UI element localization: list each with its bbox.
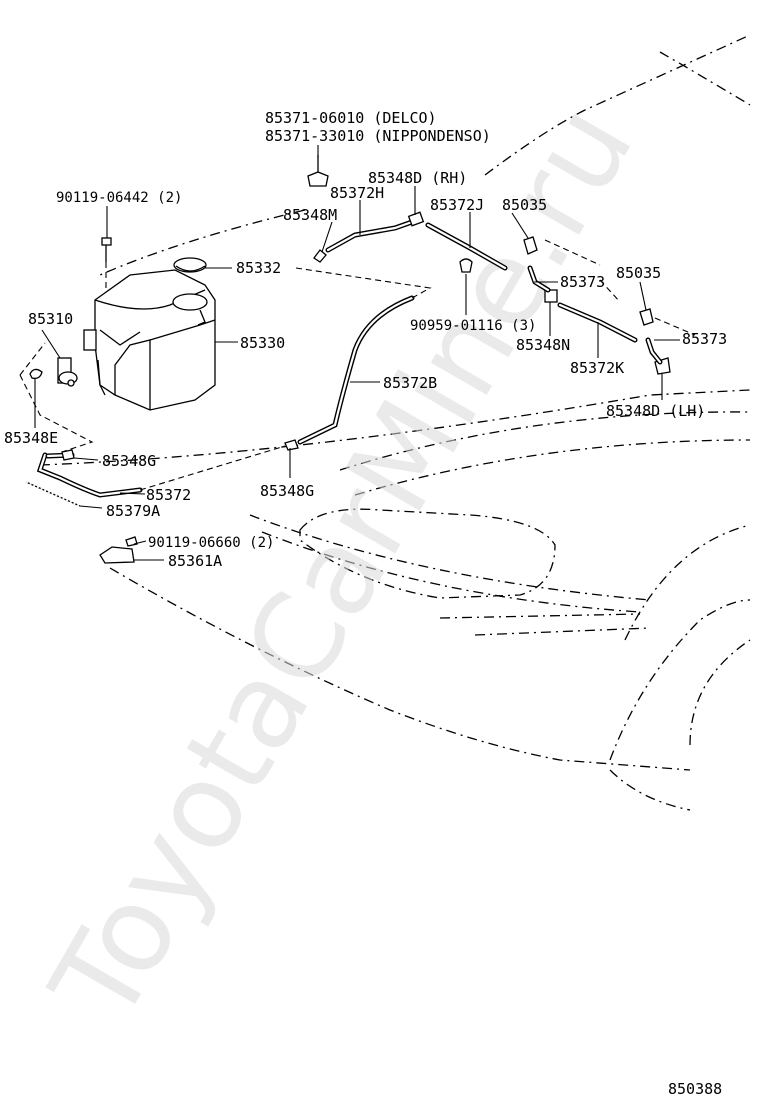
label-tank-pump: 85310 — [28, 310, 73, 328]
fender-crease-2 — [261, 531, 641, 613]
bumper-line-2 — [439, 613, 641, 619]
washer-motor — [307, 155, 329, 187]
roof-edge — [659, 51, 751, 106]
hose-clip — [459, 258, 473, 273]
hood-front-edge — [39, 389, 751, 466]
label-hose-h: 85372H — [330, 184, 384, 202]
hood-rear-edge — [99, 209, 306, 276]
wheel-arch-inner — [689, 639, 751, 746]
hood-line-upper — [339, 411, 751, 471]
label-bolt-tank: 90119-06442 (2) — [56, 190, 182, 206]
label-pump-delco: 85371-06010 (DELCO) — [265, 109, 437, 127]
windshield-edge — [484, 34, 751, 176]
fender-crease — [249, 514, 651, 601]
leader-lines — [34, 145, 680, 561]
grommet — [29, 368, 43, 380]
washer-pump — [57, 357, 78, 387]
label-check-valve-top: 85035 — [502, 196, 547, 214]
wheel-arch — [624, 524, 751, 641]
washer-tank — [83, 269, 216, 411]
label-joint-g-left: 85348G — [102, 452, 156, 470]
label-nozzle-rh: 85348D (RH) — [368, 169, 467, 187]
label-elbow-top: 85373 — [560, 273, 605, 291]
reference-lines — [19, 239, 696, 491]
label-check-valve-lower: 85035 — [616, 264, 661, 282]
tank-cap — [173, 257, 207, 273]
hose-protector — [25, 481, 81, 507]
label-pump-nippondenso: 85371-33010 (NIPPONDENSO) — [265, 127, 491, 145]
label-joint-m: 85348M — [283, 206, 337, 224]
fender-lower — [609, 599, 751, 761]
hood-line-lower — [354, 439, 751, 496]
lower-body-curve — [109, 567, 691, 771]
label-tank: 85330 — [240, 334, 285, 352]
hoses — [36, 219, 638, 498]
label-clip: 90959-01116 (3) — [410, 318, 536, 334]
watermark: ToyotaCarMine.ru — [24, 82, 659, 1045]
figure-number: 850388 — [668, 1080, 722, 1098]
label-joint-g-right: 85348G — [260, 482, 314, 500]
tank-bolt — [101, 237, 112, 290]
label-hose-j: 85372J — [430, 196, 484, 214]
label-nozzle-lh: 85348D (LH) — [606, 402, 705, 420]
label-bolt-bracket: 90119-06660 (2) — [148, 535, 274, 551]
label-joint-n: 85348N — [516, 336, 570, 354]
label-hose-b: 85372B — [383, 374, 437, 392]
label-hose-main: 85372 — [146, 486, 191, 504]
vehicle-body-outline — [39, 34, 751, 811]
label-hose-k: 85372K — [570, 359, 624, 377]
bumper-line — [474, 627, 651, 636]
label-elbow-lower: 85373 — [682, 330, 727, 348]
label-protector: 85379A — [106, 502, 160, 520]
grille-corner — [609, 769, 691, 811]
label-cap: 85332 — [236, 259, 281, 277]
bracket — [99, 536, 138, 564]
label-bracket: 85361A — [168, 552, 222, 570]
headlamp-outline — [299, 508, 556, 599]
part-labels: 85371-06010 (DELCO) 85371-33010 (NIPPOND… — [4, 109, 727, 570]
label-joint-e: 85348E — [4, 429, 58, 447]
